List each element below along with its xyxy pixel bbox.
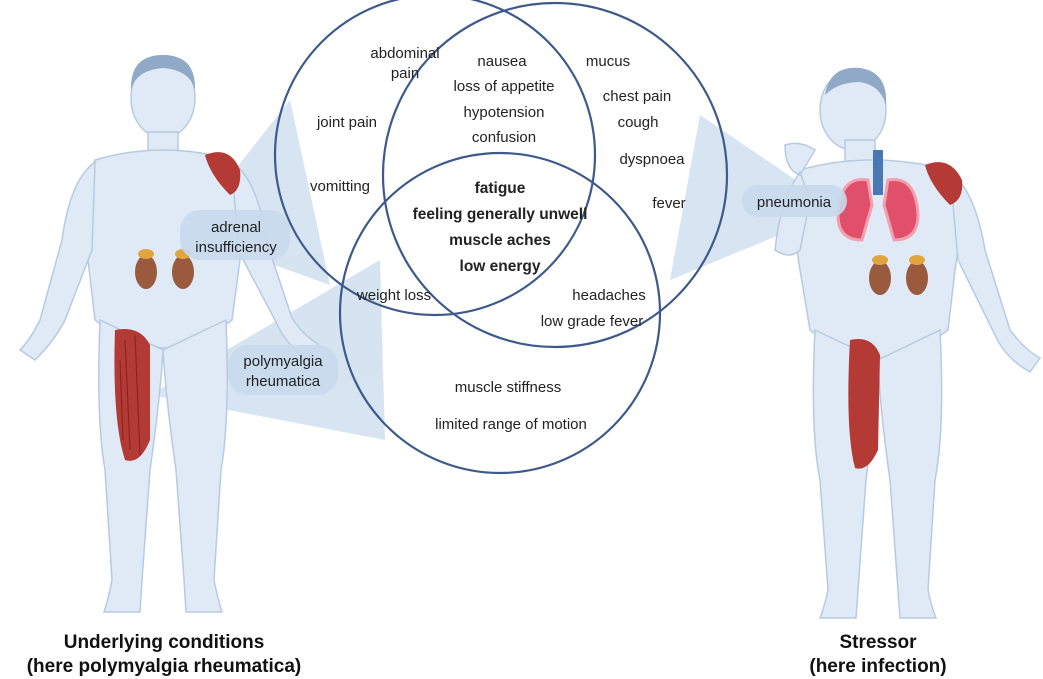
right-figure-right-leg: [878, 330, 942, 618]
label-dyspnoea: dyspnoea: [619, 151, 685, 168]
label-joint-pain: joint pain: [316, 114, 377, 131]
callout-polymyalgia-line2: rheumatica: [246, 373, 321, 390]
caption-right-line1: Stressor: [839, 632, 917, 653]
label-vomitting: vomitting: [310, 178, 370, 195]
label-fatigue: fatigue: [475, 180, 526, 197]
label-feeling-generally-unwell: feeling generally unwell: [413, 206, 588, 223]
label-mucus: mucus: [586, 53, 630, 70]
callout-pneumonia: pneumonia: [757, 194, 832, 211]
label-low-grade-fever: low grade fever: [541, 313, 644, 330]
label-low-energy: low energy: [460, 258, 541, 275]
caption-right-line2: (here infection): [809, 656, 946, 677]
label-limited-range-of-motion: limited range of motion: [435, 416, 587, 433]
label-headaches: headaches: [572, 287, 645, 304]
label-hypotension: hypotension: [464, 104, 545, 121]
caption-left-line2: (here polymyalgia rheumatica): [27, 656, 302, 677]
right-trachea: [873, 150, 883, 195]
label-muscle-stiffness: muscle stiffness: [455, 379, 561, 396]
left-figure-left-arm: [20, 162, 95, 360]
right-thigh-muscle: [848, 339, 880, 469]
label-chest-pain: chest pain: [603, 88, 671, 105]
callout-polymyalgia-line1: polymyalgia: [243, 353, 323, 370]
left-figure-right-leg: [163, 320, 227, 612]
label-muscle-aches: muscle aches: [449, 232, 551, 249]
callout-adrenal-line1: adrenal: [211, 219, 261, 236]
left-kidney-left: [135, 255, 157, 289]
right-kidney-left: [869, 261, 891, 295]
callout-adrenal-line2: insufficiency: [195, 239, 277, 256]
left-adrenal-left: [138, 249, 154, 259]
label-abdominal: abdominal: [370, 45, 439, 62]
right-adrenal-left: [872, 255, 888, 265]
right-human-figure: [775, 68, 1040, 618]
label-fever: fever: [652, 195, 685, 212]
label-pain: pain: [391, 65, 419, 82]
label-nausea: nausea: [477, 53, 527, 70]
label-weight-loss: weight loss: [356, 287, 431, 304]
right-adrenal-right: [909, 255, 925, 265]
label-cough: cough: [618, 114, 659, 131]
caption-left-line1: Underlying conditions: [64, 632, 265, 653]
left-kidney-right: [172, 255, 194, 289]
label-loss-of-appetite: loss of appetite: [454, 78, 555, 95]
right-kidney-right: [906, 261, 928, 295]
right-figure-right-arm: [950, 172, 1040, 372]
label-confusion: confusion: [472, 129, 536, 146]
